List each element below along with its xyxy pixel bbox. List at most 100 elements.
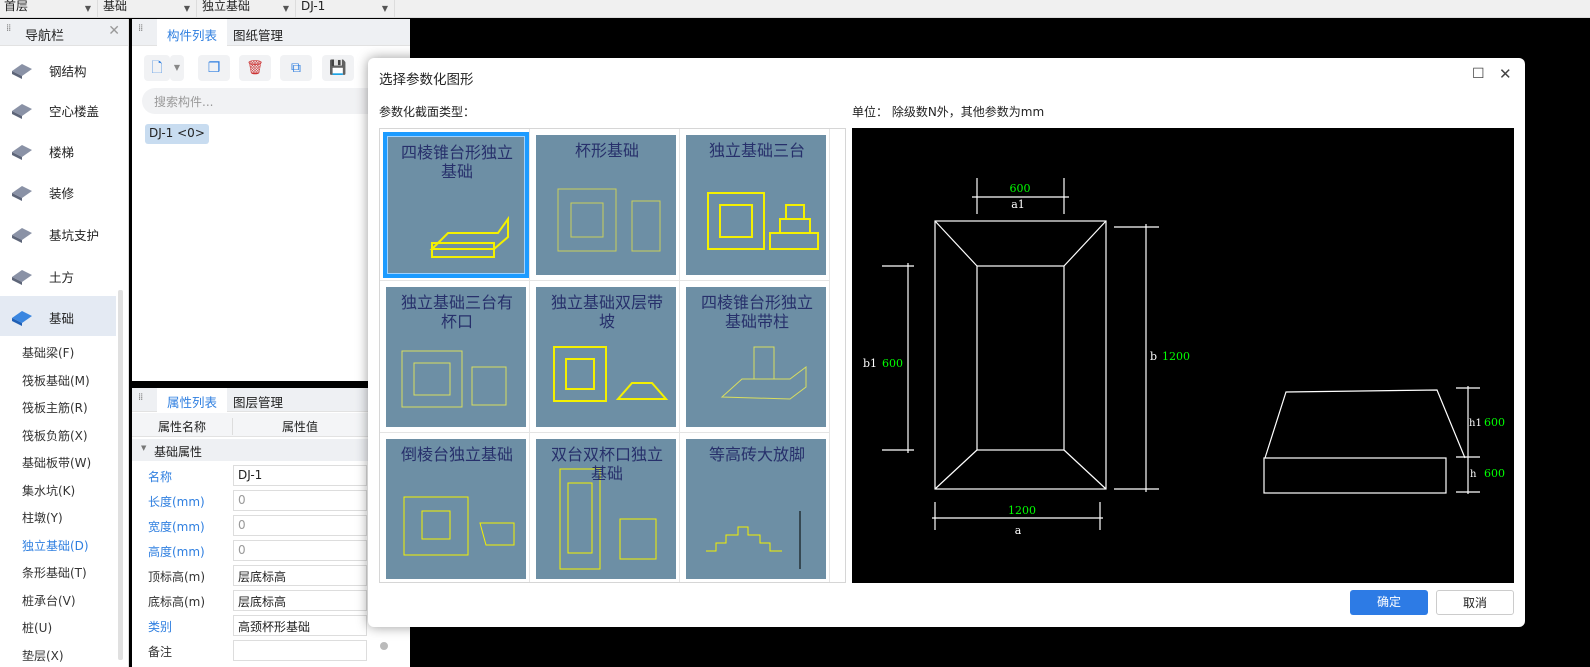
save-template-button[interactable]: 💾 bbox=[322, 55, 354, 81]
nav-subitem[interactable]: 筏板基础(M) bbox=[22, 373, 90, 388]
shape-title: 四棱锥台形独立基础 bbox=[400, 143, 513, 181]
property-value-input[interactable]: 0 bbox=[233, 540, 367, 561]
shape-thumbnail: 杯形基础 bbox=[536, 135, 676, 275]
shape-title: 四棱锥台形独立基础带柱 bbox=[700, 293, 813, 331]
nav-item[interactable]: 土方 bbox=[0, 255, 116, 295]
nav-item[interactable]: 基坑支护 bbox=[0, 213, 116, 253]
property-name: 顶标高(m) bbox=[148, 570, 206, 584]
shape-tile[interactable]: 独立基础三台 bbox=[680, 129, 830, 281]
floor-value: 首层 bbox=[4, 0, 29, 13]
trash-icon: 🗑 bbox=[246, 60, 264, 76]
property-value-input[interactable] bbox=[233, 640, 367, 661]
copy-icon: ❐ bbox=[207, 60, 221, 76]
property-name: 备注 bbox=[148, 645, 173, 659]
b1-value: 600 bbox=[882, 357, 903, 370]
nav-item[interactable]: 装修 bbox=[0, 171, 116, 211]
property-row: 名称 DJ-1 bbox=[132, 463, 410, 488]
property-value-input[interactable]: DJ-1 bbox=[233, 465, 367, 486]
shape-tile[interactable]: 杯形基础 bbox=[530, 129, 680, 281]
property-value-input[interactable]: 层底标高 bbox=[233, 590, 367, 611]
component-dropdown[interactable]: DJ-1▼ bbox=[297, 0, 395, 18]
property-row: 长度(mm)0 bbox=[132, 488, 410, 513]
property-value-input[interactable]: 高颈杯形基础 bbox=[233, 615, 367, 636]
component-item[interactable]: DJ-1 <0> bbox=[145, 124, 209, 144]
floor-dropdown[interactable]: 首层▼ bbox=[0, 0, 98, 18]
property-name: 名称 bbox=[148, 470, 173, 484]
nav-item[interactable]: 钢结构 bbox=[0, 49, 116, 89]
nav-item-label: 基础 bbox=[49, 311, 75, 326]
search-input[interactable]: 搜索构件... bbox=[142, 88, 392, 114]
type-dropdown[interactable]: 独立基础▼ bbox=[198, 0, 296, 18]
drag-handle-icon[interactable]: ⁞⁞ bbox=[6, 23, 11, 34]
tab-property-list[interactable]: 属性列表 bbox=[157, 388, 228, 415]
property-row: 高度(mm)0 bbox=[132, 538, 410, 563]
nav-subitem[interactable]: 筏板主筋(R) bbox=[22, 401, 88, 415]
new-component-button[interactable]: 🗋 bbox=[144, 55, 170, 81]
nav-subitem[interactable]: 条形基础(T) bbox=[22, 566, 87, 580]
close-icon[interactable]: ✕ bbox=[108, 23, 120, 39]
close-icon[interactable]: ✕ bbox=[1499, 65, 1512, 83]
property-value-input[interactable]: 0 bbox=[233, 490, 367, 511]
category-dropdown[interactable]: 基础▼ bbox=[99, 0, 197, 18]
property-value-input[interactable]: 层底标高 bbox=[233, 565, 367, 586]
shape-tile[interactable]: 四棱锥台形独立基础带柱 bbox=[680, 281, 830, 433]
duplicate-button[interactable]: ⧉ bbox=[280, 55, 312, 81]
copy-button[interactable]: ❐ bbox=[198, 55, 230, 81]
nav-subitem[interactable]: 垫层(X) bbox=[22, 648, 64, 663]
tab-component-list[interactable]: 构件列表 bbox=[157, 19, 228, 46]
nav-subitem[interactable]: 集水坑(K) bbox=[22, 483, 76, 498]
nav-item-label: 装修 bbox=[49, 186, 75, 201]
property-name: 类别 bbox=[148, 620, 173, 634]
property-value-input[interactable]: 0 bbox=[233, 515, 367, 536]
steel-beam-icon bbox=[12, 64, 32, 79]
decoration-icon bbox=[12, 186, 32, 201]
group-label: 基础属性 bbox=[154, 445, 203, 459]
h1-label: h1 bbox=[1469, 418, 1482, 429]
nav-item[interactable]: 空心楼盖 bbox=[0, 89, 116, 129]
maximize-icon[interactable]: ☐ bbox=[1472, 66, 1485, 82]
tab-drawing-management[interactable]: 图纸管理 bbox=[233, 28, 284, 43]
shape-tile[interactable]: 双台双杯口独立基础 bbox=[530, 433, 680, 582]
ok-button[interactable]: 确定 bbox=[1350, 590, 1428, 615]
property-row: 底标高(m)层底标高 bbox=[132, 588, 410, 613]
nav-subitem[interactable]: 独立基础(D) bbox=[22, 538, 89, 553]
nav-subitem[interactable]: 桩承台(V) bbox=[22, 593, 76, 608]
nav-scrollbar[interactable] bbox=[118, 290, 123, 660]
shape-tile[interactable]: 等高砖大放脚 bbox=[680, 433, 830, 582]
navigation-panel: ⁞⁞ 导航栏 ✕ 钢结构空心楼盖楼梯装修基坑支护土方基础 基础梁(F) 筏板基础(… bbox=[0, 19, 129, 667]
shape-tile[interactable]: 倒棱台独立基础 bbox=[380, 433, 530, 582]
shape-thumbnail: 独立基础双层带坡 bbox=[536, 287, 676, 427]
shape-tile[interactable]: 独立基础三台有杯口 bbox=[380, 281, 530, 433]
nav-subitem[interactable]: 基础板带(W) bbox=[22, 456, 92, 470]
property-row: 宽度(mm)0 bbox=[132, 513, 410, 538]
nav-subitem[interactable]: 筏板负筋(X) bbox=[22, 428, 88, 443]
drag-handle-icon[interactable]: ⁞⁞ bbox=[138, 23, 143, 34]
properties-header: ⁞⁞ 属性列表 图层管理 bbox=[132, 388, 410, 415]
inner-rect bbox=[976, 265, 1065, 451]
cancel-button[interactable]: 取消 bbox=[1436, 590, 1514, 615]
nav-item[interactable]: 基础 bbox=[0, 296, 116, 336]
nav-item[interactable]: 楼梯 bbox=[0, 130, 116, 170]
b-value: 1200 bbox=[1162, 350, 1190, 363]
h-value: 600 bbox=[1484, 467, 1505, 480]
shape-title: 等高砖大放脚 bbox=[708, 445, 805, 464]
nav-subitem[interactable]: 基础梁(F) bbox=[22, 346, 75, 360]
drag-handle-icon[interactable]: ⁞⁞ bbox=[138, 392, 143, 403]
scroll-indicator[interactable] bbox=[380, 642, 388, 650]
shape-tile[interactable]: 独立基础双层带坡 bbox=[530, 281, 680, 433]
shape-title: 独立基础三台有杯口 bbox=[400, 293, 513, 331]
tab-layer-management[interactable]: 图层管理 bbox=[233, 395, 284, 410]
column-header-name: 属性名称 bbox=[132, 418, 233, 435]
shape-grid: 等高砖大放脚 双台双杯口独立基础倒棱台独立基础 四棱锥台形独立基础带柱独立基础双层带… bbox=[379, 128, 846, 583]
shape-diagram bbox=[429, 215, 509, 258]
component-value: DJ-1 bbox=[301, 0, 326, 13]
shape-tile[interactable]: 四棱锥台形独立基础 bbox=[380, 129, 530, 281]
nav-subitem[interactable]: 柱墩(Y) bbox=[22, 511, 63, 525]
select-parametric-shape-dialog: 选择参数化图形 ☐ ✕ 参数化截面类型： 单位： 除级数N外，其他参数为mm 等… bbox=[368, 58, 1525, 627]
nav-title: 导航栏 bbox=[25, 29, 65, 44]
nav-subitem[interactable]: 桩(U) bbox=[22, 621, 53, 635]
delete-button[interactable]: 🗑 bbox=[239, 55, 271, 81]
a1-value: 600 bbox=[1010, 182, 1031, 195]
group-row-foundation[interactable]: ▼ 基础属性 bbox=[132, 439, 410, 461]
new-dropdown-button[interactable]: ▼ bbox=[170, 55, 184, 81]
